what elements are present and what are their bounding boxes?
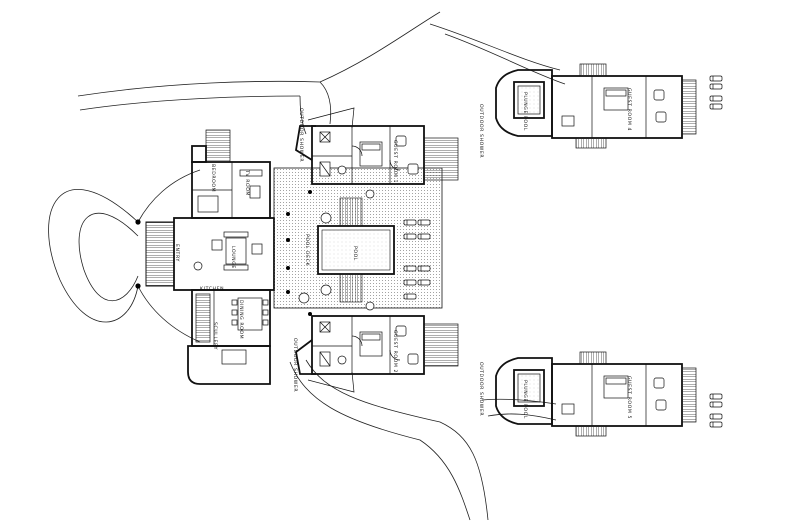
pool-deck-label: POOL DECK — [304, 234, 310, 266]
entry-label: ENTRY — [174, 244, 180, 262]
outdoor-shower-4-label: OUTDOOR SHOWER — [478, 104, 484, 158]
guest-room-2-label: GUEST ROOM 2 — [392, 330, 398, 373]
main-house — [173, 129, 275, 385]
outdoor-shower-bottom-label: OUTDOOR SHOWER — [292, 338, 298, 392]
plunge-pool-4-label: PLUNGE POOL — [522, 92, 528, 131]
guest-room-4-pavilion — [495, 63, 723, 149]
plunge-pool-5-label: PLUNGE POOL — [522, 380, 528, 419]
guest-room-5-label: GUEST ROOM 5 — [626, 376, 632, 419]
lounge-label: LOUNGE — [230, 246, 236, 269]
scullery-label: SCULLERY — [212, 322, 218, 350]
dining-room-label: DINING ROOM — [238, 300, 244, 339]
outdoor-shower-top-label: OUTDOOR SHOWER — [298, 108, 304, 162]
guest-room-5-pavilion — [495, 351, 723, 437]
guest-room-1-block — [295, 107, 459, 185]
guest-room-1-label: GUEST ROOM 1 — [392, 140, 398, 183]
kitchen-label: KITCHEN — [200, 286, 224, 292]
pool-label: POOL — [352, 246, 358, 261]
guest-room-2-block — [295, 315, 459, 393]
bedroom-label: BEDROOM — [210, 164, 216, 192]
guest-room-4-label: GUEST ROOM 4 — [626, 88, 632, 131]
outdoor-shower-5-label: OUTDOOR SHOWER — [478, 362, 484, 416]
tv-room-label: TV ROOM — [244, 169, 250, 196]
